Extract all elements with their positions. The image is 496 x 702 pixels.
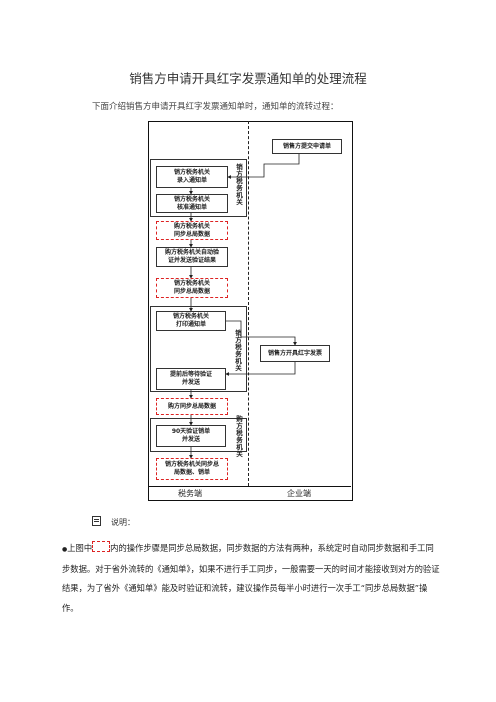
buyer-sync-box: 购方税务机关 同步总局数据 (156, 221, 228, 240)
tax-print-line2: 打印通知单 (175, 321, 206, 328)
tax-audit-line1: 销方税务机关 (173, 195, 210, 203)
vlabel-seller-tax-1: 销方税务机关 (236, 163, 243, 206)
vlabel-buyer-tax: 购方税务机关 (236, 415, 243, 458)
tax-print-box: 销方税务机关 打印通知单 (156, 311, 226, 331)
column-tax-side: 税务端 (178, 489, 202, 498)
column-footer-rule (148, 486, 351, 487)
group-seller-tax-2 (150, 306, 247, 392)
note-paragraph: ●上图中内的操作步骤是同步总局数据，同步数据的方法有两种，系统定时自动同步数据和… (62, 539, 442, 618)
note-heading-text: 说明： (111, 518, 135, 527)
seller-apply-box: 销售方提交申请单 (272, 139, 342, 154)
vlabel-seller-tax-2: 销方税务机关 (235, 329, 242, 372)
verify90-line1: 90天验证销单 (171, 428, 211, 435)
seller-issue-box: 销售方开具红字发票 (260, 345, 330, 362)
submit-verify-line1: 提前后等待验证 (169, 371, 212, 378)
verify90-box: 90天验证销单 并发送 (156, 425, 226, 447)
verify90-line2: 并发送 (181, 436, 200, 443)
buyer-sync-line2: 同步总局数据 (173, 230, 210, 238)
tax-enter-line2: 录入通知单 (176, 177, 207, 184)
tax-audit-box: 销方税务机关 核准通知单 (156, 194, 228, 213)
seller-apply-label: 销售方提交申请单 (282, 142, 331, 150)
tax-print-line1: 销方税务机关 (172, 313, 209, 320)
tax-enter-line1: 销方税务机关 (173, 169, 210, 176)
buyer-sync2-box: 购方同步总局数据 (156, 398, 228, 415)
note-para-body: 内的操作步骤是同步总局数据，同步数据的方法有两种，系统定时自动同步数据和手工同步… (62, 543, 440, 613)
buyer-sync-line1: 购方税务机关 (173, 222, 210, 230)
note-heading: 说明： (92, 516, 135, 528)
seller-sync-line2: 同步总局数据 (173, 288, 210, 295)
submit-verify-box: 提前后等待验证 并发送 (156, 368, 226, 390)
final-sync-line2: 局数据、销单 (173, 469, 210, 476)
seller-sync-line1: 销方税务机关 (173, 280, 210, 287)
submit-verify-line2: 并发送 (181, 379, 200, 386)
page-title: 销售方申请开具红字发票通知单的处理流程 (129, 71, 367, 86)
buyer-auto-line1: 购方税务机关自动验 (164, 249, 219, 256)
note-para-prefix: 上图中 (67, 543, 93, 553)
intro-text: 下面介绍销售方申请开具红字发票通知单时，通知单的流转过程： (92, 102, 339, 112)
buyer-sync2-label: 购方同步总局数据 (167, 402, 216, 410)
group-seller-tax-1 (150, 159, 247, 217)
red-dashed-marker-icon (92, 541, 111, 552)
tax-enter-box: 销方税务机关 录入通知单 (156, 166, 228, 188)
tax-audit-line2: 核准通知单 (176, 203, 207, 211)
final-sync-line1: 销方税务机关同步总 (164, 461, 219, 468)
buyer-auto-verify-box: 购方税务机关自动验 证并发送验证结果 (156, 247, 228, 267)
final-sync-box: 销方税务机关同步总 局数据、销单 (156, 458, 228, 480)
seller-sync-box: 销方税务机关 同步总局数据 (156, 278, 228, 298)
seller-issue-label: 销售方开具红字发票 (267, 349, 322, 357)
column-enterprise-side: 企业端 (287, 489, 311, 498)
flowchart-divider (248, 121, 249, 486)
group-buyer-tax (150, 418, 247, 452)
bullet-icon: ● (62, 546, 68, 553)
flowchart-frame (148, 121, 353, 501)
note-icon (92, 516, 101, 526)
buyer-auto-line2: 证并发送验证结果 (167, 257, 216, 264)
